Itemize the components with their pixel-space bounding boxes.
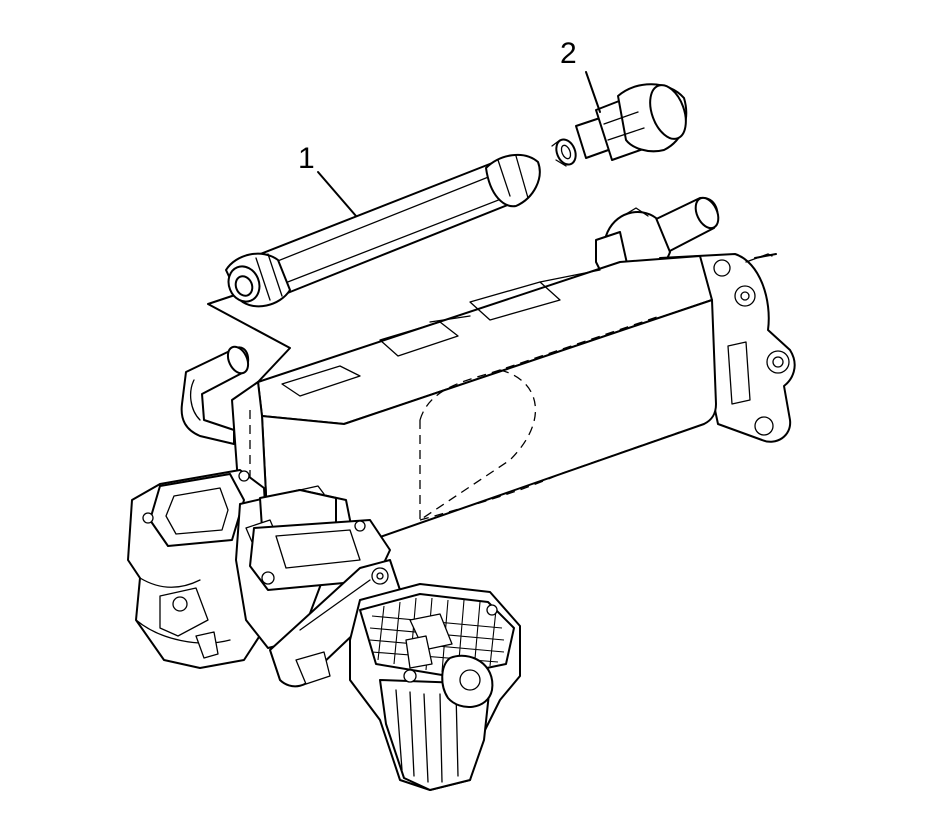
- callout-1-leader: [317, 171, 357, 217]
- callout-2-label: 2: [560, 37, 577, 70]
- callout-1-label: 1: [298, 142, 315, 175]
- part-1-coolant-tube: [225, 153, 541, 308]
- egr-inlet-flange-housing: [127, 469, 271, 669]
- callout-1-leader-loop: [207, 289, 291, 383]
- egr-cooler-body: [231, 255, 717, 545]
- callout-2-leader: [585, 71, 601, 113]
- part-2-tube-fitting: [551, 83, 688, 167]
- egr-valve-mounting-bracket: [269, 559, 401, 688]
- egr-valve-actuator: [349, 583, 521, 791]
- coolant-inlet-tube: [180, 345, 250, 445]
